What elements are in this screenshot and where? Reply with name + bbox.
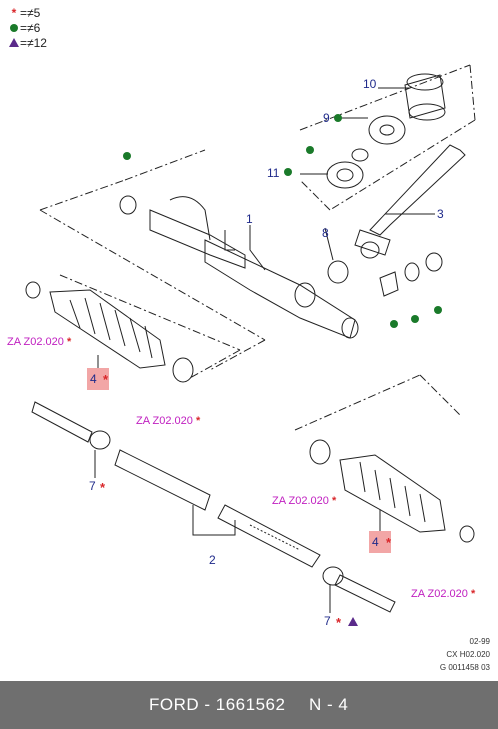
triangle-icon	[348, 617, 358, 626]
legend-row-dot: =≠6	[8, 21, 47, 36]
callout-4-right: 4	[372, 535, 379, 549]
pinion-shaft	[369, 144, 466, 236]
dot-icon	[10, 24, 18, 32]
legend-text-dot: =≠6	[20, 21, 41, 35]
legend-text-star: =≠5	[20, 6, 41, 20]
star-icon: *	[336, 615, 342, 630]
tie-rod-left	[31, 401, 93, 443]
footer-date: 02-99	[469, 637, 490, 646]
rack-housing	[149, 209, 246, 269]
za-label-3-text: ZA Z02.020	[272, 495, 329, 507]
dot-icon	[284, 168, 292, 176]
bearing-11	[326, 161, 364, 189]
za-label-3: ZA Z02.020 *	[272, 495, 336, 507]
bearing-8	[327, 260, 349, 284]
triangle-icon	[9, 38, 19, 47]
callout-9: 9	[323, 111, 330, 125]
boot-10	[404, 74, 446, 119]
star-icon: *	[386, 535, 392, 550]
star-icon: *	[100, 480, 106, 495]
za-label-1-text: ZA Z02.020	[7, 336, 64, 348]
dot-icon	[334, 114, 342, 122]
washer-9	[368, 115, 406, 145]
star-icon: *	[470, 588, 476, 600]
highlight-part-4-right: 4	[369, 531, 391, 553]
za-label-1: ZA Z02.020 *	[7, 336, 71, 348]
legend: * =≠5 =≠6 =≠12	[8, 6, 47, 51]
dashed-outline-upper	[39, 149, 266, 371]
tie-rod-right	[334, 574, 396, 613]
dot-icon	[306, 146, 314, 154]
legend-text-triangle: =≠12	[20, 36, 47, 50]
star-icon: *	[11, 6, 17, 20]
dashed-outline-right	[294, 374, 461, 431]
callout-7-left: 7	[89, 479, 96, 493]
star-icon: *	[331, 495, 337, 507]
rack-2	[114, 449, 211, 511]
dot-icon	[390, 320, 398, 328]
star-icon: *	[66, 336, 72, 348]
za-label-4-text: ZA Z02.020	[411, 588, 468, 600]
bottom-bar: FORD - 1661562 N - 4	[0, 681, 498, 729]
legend-row-star: * =≠5	[8, 6, 47, 21]
bottom-bar-brand: FORD - 1661562	[149, 695, 286, 714]
highlight-part-4-left: 4	[87, 368, 109, 390]
bottom-bar-ref: N - 4	[309, 695, 349, 714]
footer-code-1: CX H02.020	[446, 650, 490, 659]
callout-7-right: 7	[324, 614, 331, 628]
dashed-outline-pinion	[299, 64, 476, 211]
dashed-outline-left	[59, 274, 241, 379]
callout-11: 11	[267, 166, 280, 180]
dot-icon	[123, 152, 131, 160]
legend-row-triangle: =≠12	[8, 36, 47, 51]
za-label-2-text: ZA Z02.020	[136, 415, 193, 427]
star-icon: *	[195, 415, 201, 427]
boot-right	[339, 454, 446, 533]
dot-icon	[434, 306, 442, 314]
callout-1: 1	[246, 212, 253, 226]
callout-4-left: 4	[90, 372, 97, 386]
za-label-4: ZA Z02.020 *	[411, 588, 475, 600]
callout-8: 8	[322, 226, 329, 240]
dot-icon	[411, 315, 419, 323]
footer-code-2: G 0011458 03	[439, 663, 490, 672]
callout-10: 10	[363, 77, 377, 91]
callout-2: 2	[209, 553, 216, 567]
callout-3: 3	[437, 207, 444, 221]
za-label-2: ZA Z02.020 *	[136, 415, 200, 427]
boot-left	[49, 289, 166, 369]
star-icon: *	[103, 372, 109, 387]
